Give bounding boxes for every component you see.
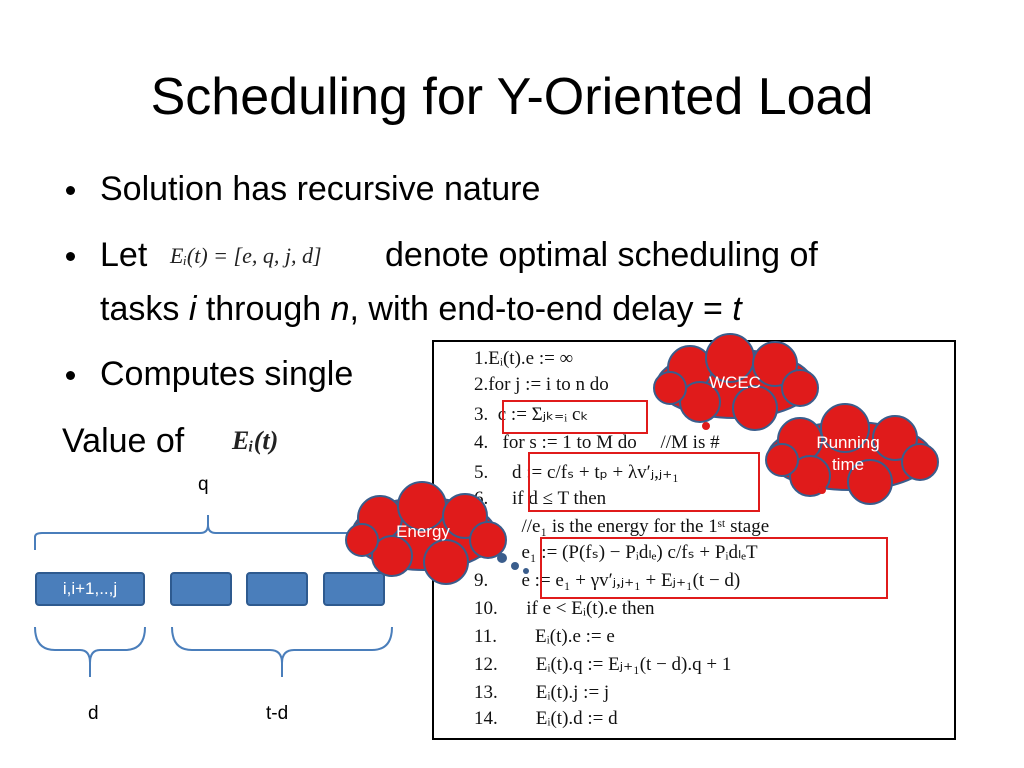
running-time-callout-line1: Running [816,433,880,452]
td-brace [171,626,393,677]
bracket-braces [34,515,393,677]
bullet-3: Computes single [100,355,354,393]
algo-line-7: 7. //e₁ is the energy for the 1ˢᵗ stage [474,516,770,537]
bullet-dot [66,186,75,195]
bullet-2-line2-i: i [188,290,197,328]
energy-callout: Energy [396,522,450,541]
algo-line-2: 2.for j := i to n do [474,374,609,395]
algo-line-1: 1.Eᵢ(t).e := ∞ [474,348,574,369]
bullet-2-formula: Eᵢ(t) = [e, q, j, d] [170,243,322,268]
task-block-first: i,i+1,..,j [35,572,145,606]
bullet-2-line2-t: t [732,290,742,328]
bullet-1: Solution has recursive nature [100,170,541,208]
algo-line-11: 11. Eᵢ(t).e := e [474,626,615,647]
wcec-callout: WCEC [709,373,761,392]
bullet-dot [66,252,75,261]
slide-title: Scheduling for Y-Oriented Load [150,68,874,126]
algo-line-5: 5. d := c/fₛ + tₚ + λv′ⱼ,ⱼ₊₁ [474,462,679,483]
algo-line-3: 3. c := Σⱼₖ₌ᵢ cₖ [474,404,589,425]
algo-line-12: 12. Eᵢ(t).q := Eⱼ₊₁(t − d).q + 1 [474,654,732,675]
algo-line-10: 10. if e < Eᵢ(t).e then [474,598,655,619]
algo-line-9: 9. e := e₁ + γv′ⱼ,ⱼ₊₁ + Eⱼ₊₁(t − d) [474,570,741,591]
algo-line-13: 13. Eᵢ(t).j := j [474,682,610,703]
q-brace [34,515,390,550]
bullet-2-line2-a: tasks [100,290,189,328]
bullet-2-line2-b: through [196,290,331,328]
bullet-2-text: denote optimal scheduling of [385,236,818,274]
running-time-callout-line2: time [831,455,865,474]
highlight-energy [540,537,888,599]
task-block [246,572,308,606]
task-block [170,572,232,606]
td-label: t-d [266,703,289,724]
d-brace [34,626,146,677]
value-of-formula: Eᵢ(t) [232,426,279,455]
q-label: q [198,474,209,495]
bullet-2-line2: tasks i through n, with end-to-end delay… [100,286,742,332]
d-label: d [88,703,99,724]
bullet-2-let: Let [100,236,148,274]
bullet-dot [66,371,75,380]
highlight-wcec-line [502,400,648,434]
algo-line-4: 4. for s := 1 to M do //M is # [474,432,720,453]
task-block [323,572,385,606]
highlight-running-time [528,452,760,512]
bullet-2-line2-n: n [330,290,350,328]
value-of-text: Value of [62,422,185,460]
running-time-callout: Running time [800,432,896,476]
bullet-2-line2-c: , with end-to-end delay = [349,290,733,328]
algo-line-14: 14. Eᵢ(t).d := d [474,708,618,729]
